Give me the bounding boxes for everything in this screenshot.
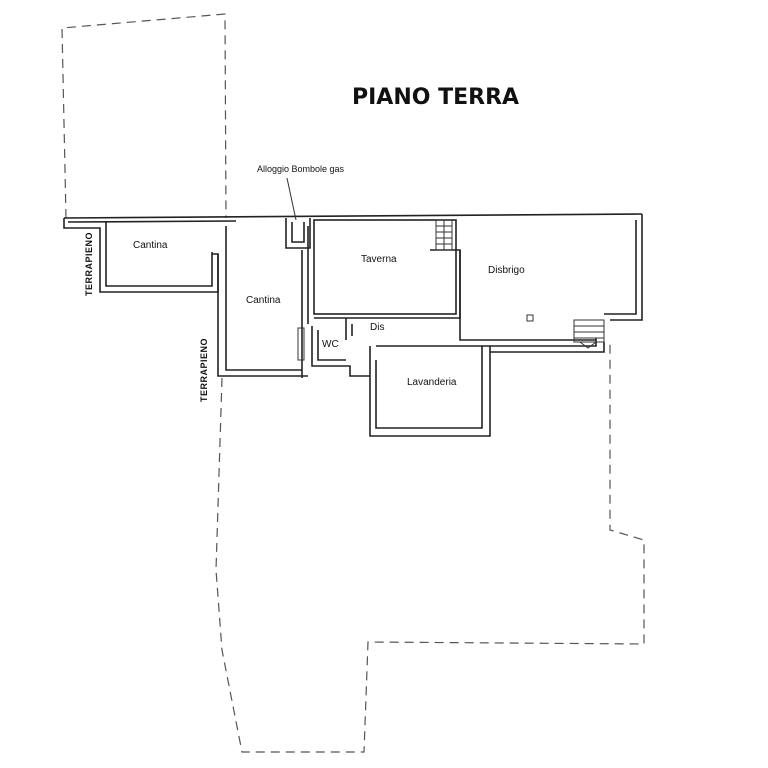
room-label-cantina-1: Cantina	[133, 240, 168, 251]
room-label-taverna: Taverna	[361, 254, 397, 265]
terrace-boundary-lower	[215, 340, 645, 753]
room-label-wc: WC	[322, 339, 339, 350]
lavanderia-walls	[369, 338, 605, 437]
page-title: PIANO TERRA	[352, 85, 519, 110]
room-label-disbrigo: Disbrigo	[488, 265, 525, 276]
stair-upper	[435, 219, 453, 251]
exterior-walls	[63, 213, 643, 378]
wc-dis-walls	[297, 318, 370, 377]
terrapieno-label-mid: TERRAPIENO	[199, 338, 209, 402]
room-label-lavanderia: Lavanderia	[407, 377, 457, 388]
room-label-cantina-2: Cantina	[246, 295, 281, 306]
disbrigo-walls	[459, 250, 605, 349]
taverna-walls	[313, 219, 461, 319]
room-label-dis: Dis	[370, 322, 384, 333]
gas-storage-label: Alloggio Bombole gas	[257, 164, 345, 174]
terrapieno-label-left: TERRAPIENO	[84, 232, 94, 296]
courtyard-boundary-upper	[61, 13, 227, 219]
gas-leader-line	[286, 177, 297, 221]
